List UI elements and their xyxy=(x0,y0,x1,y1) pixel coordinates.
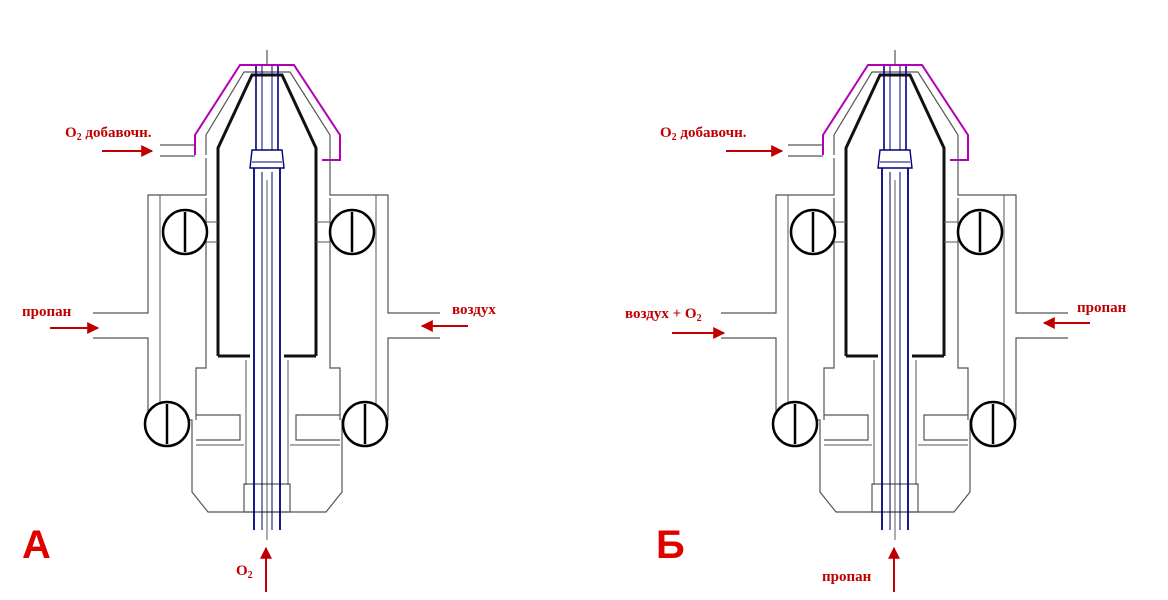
label-top-oxygen: O2 добавочн. xyxy=(660,125,747,143)
diagram-letter: А xyxy=(22,523,51,567)
label-right-inlet: пропан xyxy=(1077,300,1127,316)
diagram-letter: Б xyxy=(656,523,685,567)
label-top-oxygen: O2 добавочн. xyxy=(65,125,152,143)
label-right-inlet: воздух xyxy=(452,302,496,318)
label-bottom-inlet: O2 xyxy=(236,563,253,581)
label-left-inlet: воздух + O2 xyxy=(625,306,702,324)
label-left-inlet: пропан xyxy=(22,304,72,320)
label-bottom-inlet: пропан xyxy=(822,569,872,585)
burner-diagram-b: Б O2 добавочн. воздух + O2 пропан пропан xyxy=(625,48,1127,592)
burner-diagram-a: А O2 добавочн. пропан воздух O2 xyxy=(22,48,496,592)
